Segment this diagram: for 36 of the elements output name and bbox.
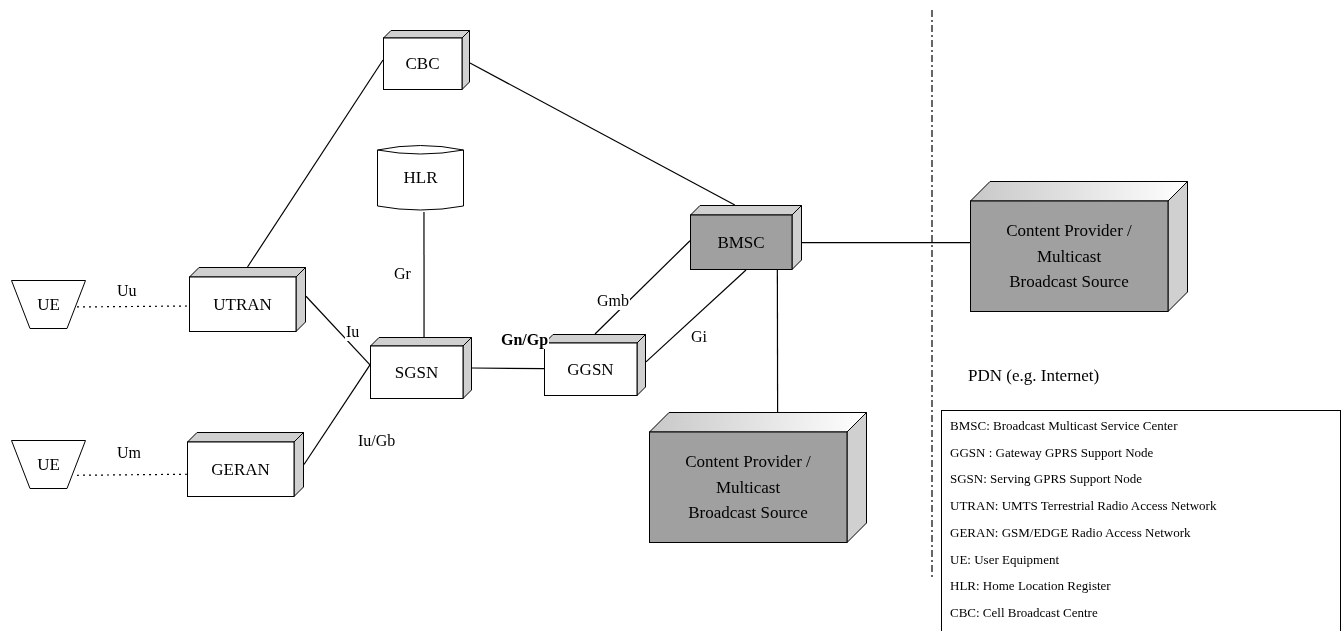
edge-label: Gmb <box>596 292 630 310</box>
connector-line <box>246 59 384 268</box>
definition-text: CBC: Cell Broadcast Centre <box>950 603 1099 622</box>
connector-line <box>594 240 691 335</box>
node-label: UE <box>37 293 60 316</box>
node-label: CBC <box>405 53 440 76</box>
network-caption: PDN (e.g. Internet) <box>968 366 1100 386</box>
connector-line <box>303 364 371 466</box>
connector-line <box>776 269 779 413</box>
connector-line <box>801 241 971 244</box>
node-label: HLR <box>403 167 438 190</box>
connector-line <box>423 211 425 338</box>
edge-label: Iu <box>345 323 361 341</box>
connector-line <box>469 62 736 206</box>
connector-line <box>76 305 190 308</box>
connector-line <box>305 295 371 366</box>
node-label: BMSC <box>717 231 765 254</box>
definition-text: HLR: Home Location Register <box>950 577 1112 596</box>
definition-text: GERAN: GSM/EDGE Radio Access Network <box>950 523 1192 542</box>
node-label: Content Provider / Multicast Broadcast Source <box>684 451 812 525</box>
definition-text: UTRAN: UMTS Terrestrial Radio Access Network <box>950 497 1218 516</box>
edge-label: Gn/Gp <box>500 331 550 349</box>
node-label: Content Provider / Multicast Broadcast Source <box>1005 220 1133 294</box>
definition-text: UE: User Equipment <box>950 550 1061 569</box>
node-label: GERAN <box>211 458 270 481</box>
node-label: SGSN <box>394 361 439 384</box>
node-label: UTRAN <box>213 293 272 316</box>
definition-text: GGSN : Gateway GPRS Support Node <box>950 443 1155 462</box>
connector-line <box>471 367 545 370</box>
definitions-box <box>941 410 1341 631</box>
connector-line <box>76 473 188 476</box>
definition-text: SGSN: Serving GPRS Support Node <box>950 470 1144 489</box>
node-label: UE <box>37 453 60 476</box>
node-label: GGSN <box>567 358 614 381</box>
definition-text: BMSC: Broadcast Multicast Service Center <box>950 417 1179 435</box>
connector-line <box>645 269 747 363</box>
